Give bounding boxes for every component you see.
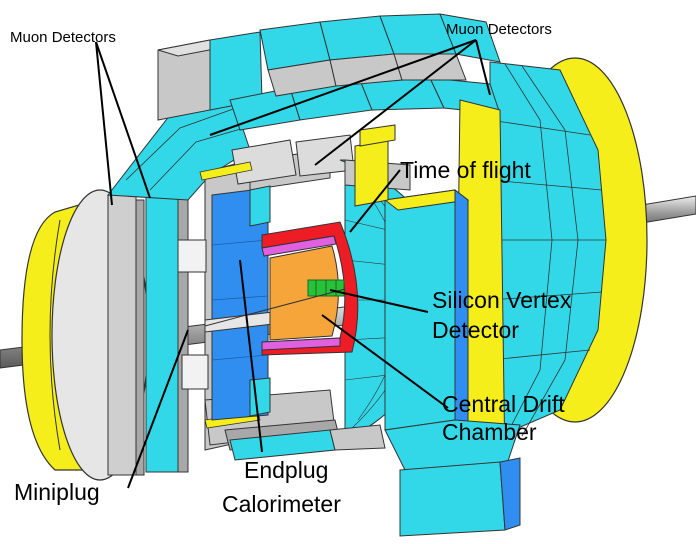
label-miniplug: Miniplug (14, 479, 100, 505)
label-central-drift-line1: Central Drift (442, 391, 565, 417)
leader-lines (95, 39, 491, 489)
right-muon-cone-lines (489, 63, 606, 439)
label-silicon-vertex-line2: Detector (432, 317, 519, 343)
label-muon-detectors-left: Muon Detectors (10, 29, 116, 46)
label-time-of-flight: Time of flight (400, 157, 531, 183)
top-muon-slabs (229, 13, 501, 131)
bottom-muon-slabs (229, 424, 386, 461)
endplug-calorimeter (211, 187, 269, 421)
label-endplug-line2: Calorimeter (222, 491, 341, 517)
miniplug-modules (177, 239, 209, 390)
label-central-drift-line2: Chamber (442, 419, 537, 445)
left-muon-slabs (107, 189, 189, 476)
label-silicon-vertex-line1: Silicon Vertex (432, 287, 572, 313)
left-cylinder-inner-rim (49, 219, 61, 451)
label-muon-detectors-right: Muon Detectors (446, 21, 552, 38)
label-endplug-line1: Endplug (244, 457, 328, 483)
solenoid-strips (261, 235, 341, 351)
right-yellow-stack (354, 124, 396, 207)
